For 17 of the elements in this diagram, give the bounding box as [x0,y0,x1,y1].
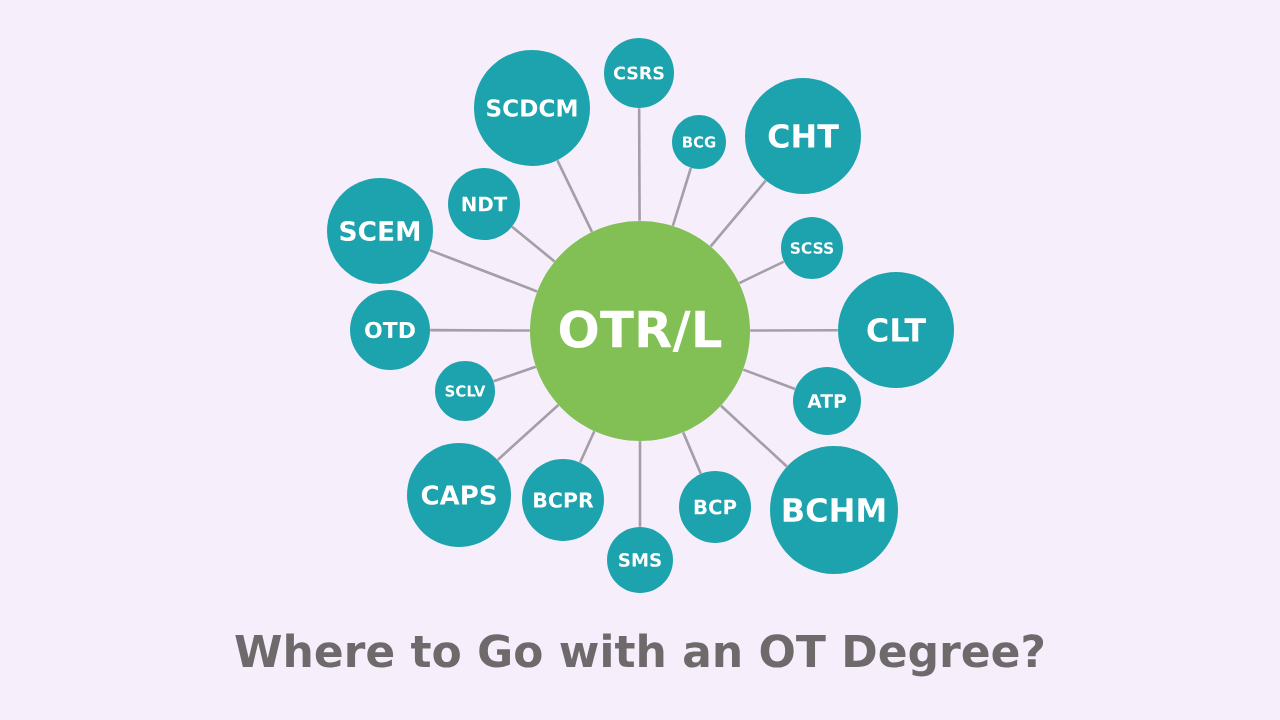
connector-line [709,179,767,248]
connector-line [578,430,596,464]
connector-line [671,167,693,227]
connector-line [430,328,530,332]
connector-line [511,225,556,263]
connector-line [637,108,641,221]
connector-line [429,248,538,293]
connector-line [496,404,560,461]
connector-line [720,404,788,468]
connector-line [493,365,537,383]
connector-line [556,159,594,233]
connector-line [738,260,785,285]
connector-line [742,368,796,391]
connector-line [682,431,702,475]
connector-line [750,328,838,332]
title: Where to Go with an OT Degree? [235,633,1044,677]
connector-line [638,441,642,527]
